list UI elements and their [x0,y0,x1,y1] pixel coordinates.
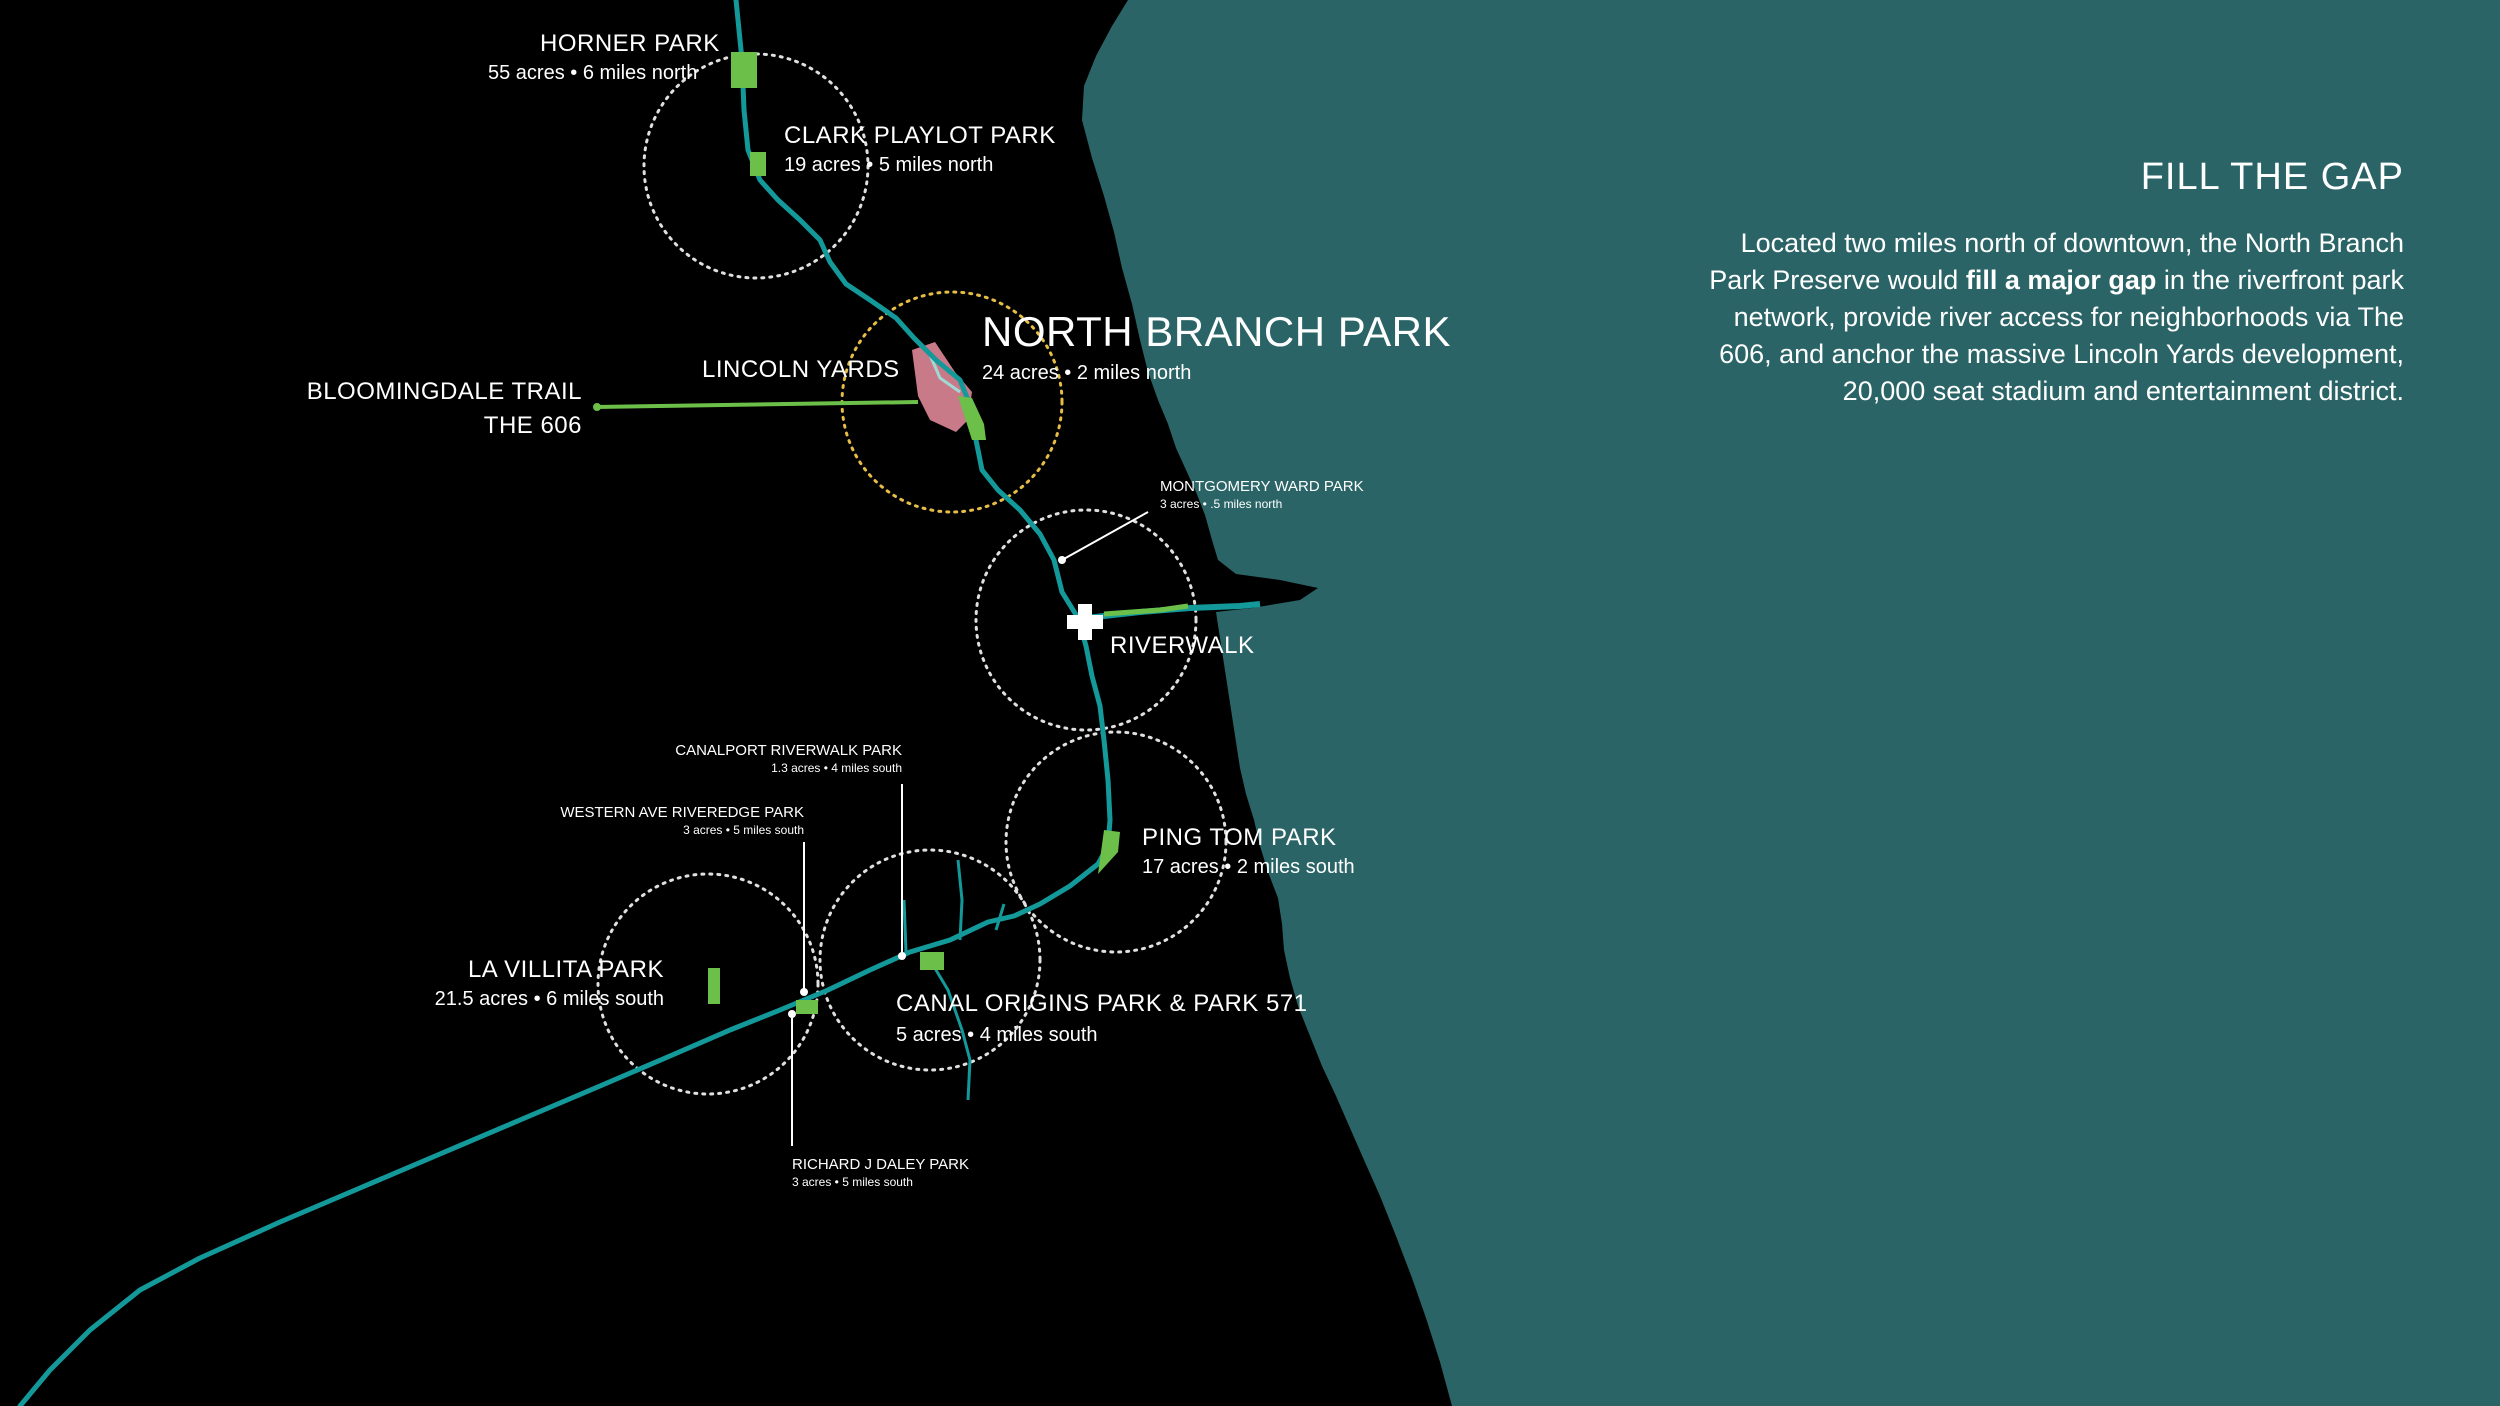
montgomery-ward-title: MONTGOMERY WARD PARK [1160,478,1364,495]
western-ave-info: 3 acres • 5 miles south [683,823,804,837]
dot-montgomery [1058,556,1066,564]
north-branch-park [958,396,986,440]
bloomingdale-trail [595,400,919,409]
riverwalk-park [1103,603,1189,617]
dot-daley [788,1010,796,1018]
north-branch-title: NORTH BRANCH PARK [982,308,1452,355]
clark-playlot-info: 19 acres • 5 miles north [784,154,994,176]
south-fork [928,959,972,1101]
la-villita-info: 21.5 acres • 6 miles south [434,988,664,1010]
panel-body: Located two miles north of downtown, the… [1684,225,2404,410]
tributary-1 [956,859,964,941]
chicago-river [17,0,1113,1406]
leader-montgomery [1061,511,1149,561]
clark-playlot-title: CLARK PLAYLOT PARK [784,122,1056,149]
clark-playlot-park [750,152,766,176]
western-ave-title: WESTERN AVE RIVEREDGE PARK [560,804,804,821]
circle-ping-tom [1004,730,1228,954]
horner-park [731,52,757,88]
canal-origins-park [920,952,944,970]
panel-heading: FILL THE GAP [2140,156,2404,198]
dot-western [800,988,808,996]
horner-park-info: 55 acres • 6 miles north [488,62,698,84]
canalport-title: CANALPORT RIVERWALK PARK [675,742,902,759]
canalport-info: 1.3 acres • 4 miles south [771,761,902,775]
ping-tom-title: PING TOM PARK [1142,824,1337,851]
ping-tom-park [1098,830,1120,874]
daley-park-info: 3 acres • 5 miles south [792,1175,913,1189]
la-villita-title: LA VILLITA PARK [467,956,664,983]
circle-la-villita [596,872,820,1096]
horner-park-title: HORNER PARK [540,30,720,57]
montgomery-ward-info: 3 acres • .5 miles north [1160,497,1283,511]
the-606-label: THE 606 [483,412,582,439]
tributary-2 [902,899,908,953]
north-branch-info: 24 acres • 2 miles north [982,362,1192,384]
lincoln-yards-label: LINCOLN YARDS [702,356,900,383]
lincoln-yards-inner [928,354,961,394]
info-panel: FILL THE GAP Located two miles north of … [1684,156,2404,410]
riverwalk-label: RIVERWALK [1110,632,1255,659]
ping-tom-info: 17 acres • 2 miles south [1142,856,1355,878]
trail-end [593,403,601,411]
la-villita-park [708,968,720,1004]
panel-body-before: Located two miles north of downtown, the… [1709,228,2404,295]
panel-body-bold: fill a major gap [1965,265,2157,295]
canal-origins-title: CANAL ORIGINS PARK & PARK 571 [896,990,1308,1017]
lake-michigan [1082,0,2500,1406]
lincoln-yards-area [912,342,972,432]
bloomingdale-label: BLOOMINGDALE TRAIL [306,378,582,405]
riverwalk-marker-h [1067,615,1103,629]
canal-origins-info: 5 acres • 4 miles south [896,1024,1098,1046]
daley-park [796,1000,818,1014]
circle-riverwalk [974,508,1198,732]
dot-canalport [898,952,906,960]
panel-body-after: in the riverfront park network, provide … [1719,265,2404,406]
daley-park-title: RICHARD J DALEY PARK [792,1156,969,1173]
tributary-3 [994,903,1006,931]
circle-canal-origins [818,848,1042,1072]
